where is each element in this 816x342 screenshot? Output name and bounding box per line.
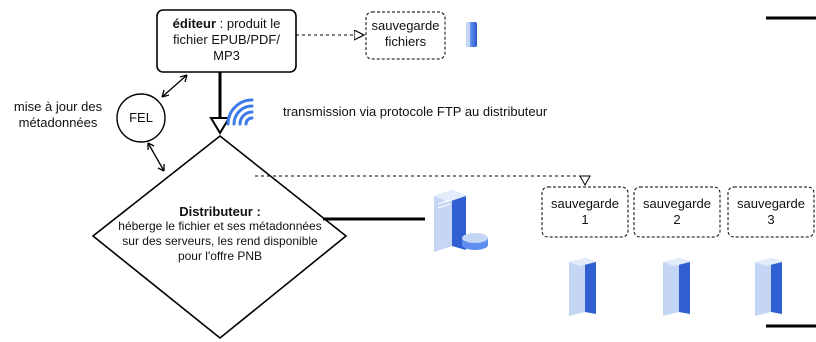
sauvegarde-fichiers-line1: sauvegarde [371,18,440,33]
sauvegarde-fichiers-box [365,11,446,60]
editeur-line3: MP3 [213,48,240,63]
fel-circle [116,93,166,143]
main-server-icon [434,190,488,252]
editeur-box [156,9,297,73]
metadata-update-line1: mise à jour des [13,99,103,114]
distributeur-title: Distributeur : [179,204,261,219]
fel-distributeur-arrow [147,142,165,172]
backup-server-1-icon [569,258,596,316]
distributeur-label: Distributeur : héberge le fichier et ses… [100,204,340,264]
sauvegarde-1-line1: sauvegarde [551,196,619,211]
editeur-line1: : produit le [216,16,281,31]
sauvegarde-1-label: sauvegarde 1 [542,196,628,228]
editeur-fel-arrow [161,74,188,98]
sauvegarde-2-line1: sauvegarde [643,196,711,211]
metadata-update-label: mise à jour des métadonnées [2,99,114,131]
sauvegarde-3-label: sauvegarde 3 [728,196,814,228]
sauvegarde-3-line1: sauvegarde [737,196,805,211]
sauvegarde-3-box [727,186,815,238]
sauvegarde-fichiers-line2: fichiers [384,34,427,49]
editeur-line2: fichier EPUB/PDF/ [173,32,280,47]
backup-server-3-icon [755,258,782,316]
sauvegarde-1-box [541,186,629,238]
distributeur-line1: héberge le fichier et ses métadonnées [118,219,322,233]
backup-servers-arrow [255,175,586,184]
sauvegarde-3-line2: 3 [767,212,775,227]
metadata-update-line2: métadonnées [18,115,98,130]
sauvegarde-2-box [633,186,721,238]
transmission-arrow-head [209,117,231,135]
editeur-label: éditeur : produit le fichier EPUB/PDF/ M… [159,16,294,64]
sauvegarde-fichiers-label: sauvegarde fichiers [366,18,445,50]
sauvegarde-2-line2: 2 [673,212,681,227]
distributeur-line3: pour l'offre PNB [177,249,263,263]
small-server-icon [466,22,477,47]
backup-server-2-icon [663,258,690,316]
wifi-icon [226,98,254,126]
sauvegarde-1-line2: 1 [581,212,589,227]
editeur-title: éditeur [172,16,216,31]
distributeur-diamond [91,134,348,340]
fel-label: FEL [129,110,153,125]
distributeur-line2: sur des serveurs, les rend disponible [122,234,318,248]
sauvegarde-2-label: sauvegarde 2 [634,196,720,228]
backup-servers-arrow-head [579,175,591,187]
transmission-label: transmission via protocole FTP au distri… [283,104,548,119]
